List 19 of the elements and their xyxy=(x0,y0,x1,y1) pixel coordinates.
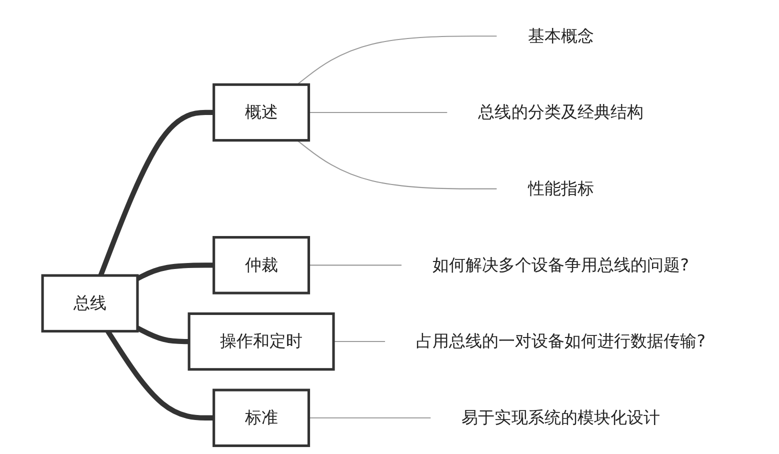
connector xyxy=(308,417,431,418)
node-box: 标准 xyxy=(212,388,310,448)
node-text: 总线的分类及经典结构 xyxy=(478,102,644,122)
connector xyxy=(308,112,448,113)
node-box: 操作和定时 xyxy=(188,312,335,371)
node-text: 基本概念 xyxy=(528,26,594,46)
node-box: 概述 xyxy=(212,83,310,142)
connector xyxy=(334,341,386,342)
node-text: 如何解决多个设备争用总线的问题? xyxy=(432,254,689,274)
connector xyxy=(296,140,497,190)
connector xyxy=(296,36,497,86)
node-text: 易于实现系统的模块化设计 xyxy=(462,408,660,428)
node-text: 占用总线的一对设备如何进行数据传输? xyxy=(416,331,706,351)
node-box: 仲裁 xyxy=(212,236,310,294)
connector xyxy=(136,262,214,281)
connector xyxy=(136,326,190,344)
connector xyxy=(98,110,214,276)
node-box: 总线 xyxy=(41,274,139,332)
connector xyxy=(308,264,402,266)
